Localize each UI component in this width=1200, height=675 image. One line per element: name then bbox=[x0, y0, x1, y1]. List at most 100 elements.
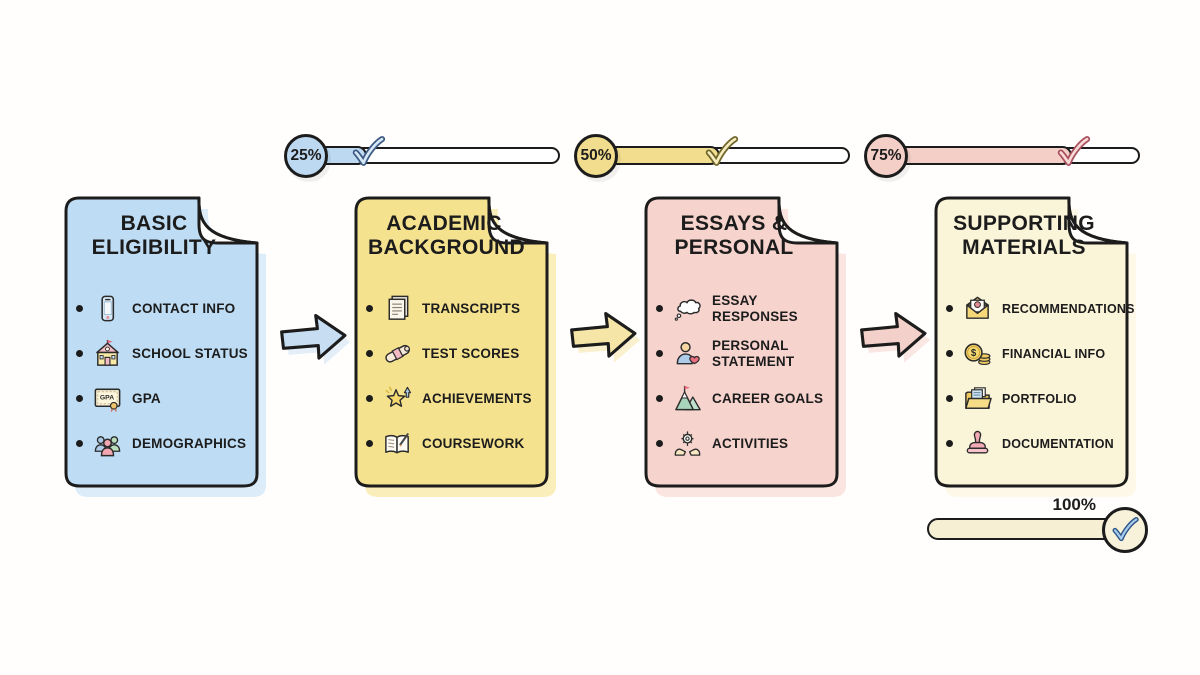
item-label: DEMOGRAPHICS bbox=[132, 435, 247, 451]
item-label: PORTFOLIO bbox=[1002, 391, 1077, 406]
item-label: GPA bbox=[132, 390, 161, 406]
list-item: DEMOGRAPHICS bbox=[76, 421, 258, 466]
card-supporting-materials: SUPPORTING MATERIALS RECOMMENDATIONS FIN… bbox=[930, 190, 1136, 497]
bullet-dot bbox=[366, 350, 373, 357]
bullet-dot bbox=[656, 440, 663, 447]
progress-percent-label: 25% bbox=[290, 147, 322, 164]
list-item: GPA bbox=[76, 376, 258, 421]
stamp-icon bbox=[962, 428, 993, 459]
item-label: RECOMMENDATIONS bbox=[1002, 301, 1135, 316]
right-arrow-icon bbox=[280, 314, 351, 365]
list-item: RECOMMENDATIONS bbox=[946, 286, 1134, 331]
card-title: ESSAYS & PERSONAL bbox=[674, 212, 794, 259]
list-item: ACHIEVEMENTS bbox=[366, 376, 548, 421]
bullet-dot bbox=[366, 305, 373, 312]
progress-percent-label: 50% bbox=[580, 147, 612, 164]
bullet-dot bbox=[76, 395, 83, 402]
progress-bar-25: 25% bbox=[284, 123, 560, 187]
card-item-list: TRANSCRIPTS TEST SCORES ACHIEVEMENTS COU… bbox=[366, 286, 548, 466]
right-arrow-icon bbox=[860, 312, 931, 363]
card-paper-background bbox=[934, 196, 1136, 497]
list-item: PORTFOLIO bbox=[946, 376, 1128, 421]
folded-corner bbox=[1067, 196, 1129, 245]
progress-track bbox=[884, 136, 1140, 166]
list-item: TRANSCRIPTS bbox=[366, 286, 548, 331]
item-label: ACHIEVEMENTS bbox=[422, 390, 532, 406]
list-item: COURSEWORK bbox=[366, 421, 548, 466]
phone-icon bbox=[92, 293, 123, 324]
progress-bar-75: 75% bbox=[864, 123, 1140, 187]
bullet-dot bbox=[76, 440, 83, 447]
completion-percent-label: 100% bbox=[1052, 495, 1096, 514]
progress-badge-50: 50% bbox=[574, 134, 618, 178]
envelope-seal-icon bbox=[962, 293, 993, 324]
gpa-certificate-icon bbox=[92, 383, 123, 414]
completion-fill bbox=[927, 518, 1120, 540]
bullet-dot bbox=[946, 305, 953, 312]
list-item: ESSAY RESPONSES bbox=[656, 286, 838, 331]
card-title: ACADEMIC BACKGROUND bbox=[368, 212, 525, 259]
card-essays-personal: ESSAYS & PERSONAL ESSAY RESPONSES PERSON… bbox=[640, 190, 846, 497]
card-title: BASIC ELIGIBILITY bbox=[91, 212, 217, 259]
list-item: PERSONAL STATEMENT bbox=[656, 331, 838, 376]
folded-corner bbox=[197, 196, 259, 245]
hands-gear-icon bbox=[672, 428, 703, 459]
checkmark-icon bbox=[352, 136, 385, 166]
thought-bubble-icon bbox=[672, 293, 703, 324]
list-item: SCHOOL STATUS bbox=[76, 331, 258, 376]
card-basic-eligibility: BASIC ELIGIBILITY CONTACT INFO SCHOOL ST… bbox=[60, 190, 266, 497]
item-label: CONTACT INFO bbox=[132, 300, 236, 316]
item-label: ESSAY RESPONSES bbox=[712, 293, 798, 324]
progress-fill bbox=[884, 146, 1073, 165]
list-item: ACTIVITIES bbox=[656, 421, 838, 466]
bullet-dot bbox=[76, 305, 83, 312]
completion-check-badge bbox=[1102, 507, 1148, 553]
card-paper-background bbox=[354, 196, 556, 497]
diploma-scroll-icon bbox=[382, 338, 413, 369]
bullet-dot bbox=[946, 350, 953, 357]
bullet-dot bbox=[366, 395, 373, 402]
bullet-dot bbox=[946, 440, 953, 447]
card-paper-background bbox=[64, 196, 266, 497]
folder-icon bbox=[962, 383, 993, 414]
progress-bar-50: 50% bbox=[574, 123, 850, 187]
school-icon bbox=[92, 338, 123, 369]
people-icon bbox=[92, 428, 123, 459]
progress-badge-25: 25% bbox=[284, 134, 328, 178]
list-item: DOCUMENTATION bbox=[946, 421, 1128, 466]
list-item: FINANCIAL INFO bbox=[946, 331, 1128, 376]
progress-track bbox=[304, 136, 560, 166]
coins-icon bbox=[962, 338, 993, 369]
bullet-dot bbox=[656, 305, 663, 312]
card-item-list: CONTACT INFO SCHOOL STATUS GPA DEMOGRAPH… bbox=[76, 286, 258, 466]
item-label: PERSONAL STATEMENT bbox=[712, 338, 795, 369]
list-item: TEST SCORES bbox=[366, 331, 548, 376]
transcript-pages-icon bbox=[382, 293, 413, 324]
progress-badge-75: 75% bbox=[864, 134, 908, 178]
card-academic-background: ACADEMIC BACKGROUND TRANSCRIPTS TEST SCO… bbox=[350, 190, 556, 497]
bullet-dot bbox=[946, 395, 953, 402]
item-label: TRANSCRIPTS bbox=[422, 300, 521, 316]
list-item: CAREER GOALS bbox=[656, 376, 838, 421]
card-item-list: RECOMMENDATIONS FINANCIAL INFO PORTFOLIO… bbox=[946, 286, 1134, 466]
item-label: ACTIVITIES bbox=[712, 435, 789, 451]
progress-percent-label: 75% bbox=[870, 147, 902, 164]
right-arrow-icon bbox=[570, 312, 641, 363]
card-title: SUPPORTING MATERIALS bbox=[953, 212, 1095, 259]
item-label: CAREER GOALS bbox=[712, 390, 824, 406]
item-label: TEST SCORES bbox=[422, 345, 520, 361]
card-paper-background bbox=[644, 196, 846, 497]
star-arrow-icon bbox=[382, 383, 413, 414]
item-label: DOCUMENTATION bbox=[1002, 436, 1114, 451]
list-item: CONTACT INFO bbox=[76, 286, 258, 331]
person-heart-icon bbox=[672, 338, 703, 369]
checkmark-icon bbox=[1112, 516, 1139, 541]
bullet-dot bbox=[656, 350, 663, 357]
bullet-dot bbox=[656, 395, 663, 402]
item-label: SCHOOL STATUS bbox=[132, 345, 248, 361]
mountain-flag-icon bbox=[672, 383, 703, 414]
item-label: FINANCIAL INFO bbox=[1002, 346, 1106, 361]
checkmark-icon bbox=[1057, 136, 1091, 166]
open-book-icon bbox=[382, 428, 413, 459]
